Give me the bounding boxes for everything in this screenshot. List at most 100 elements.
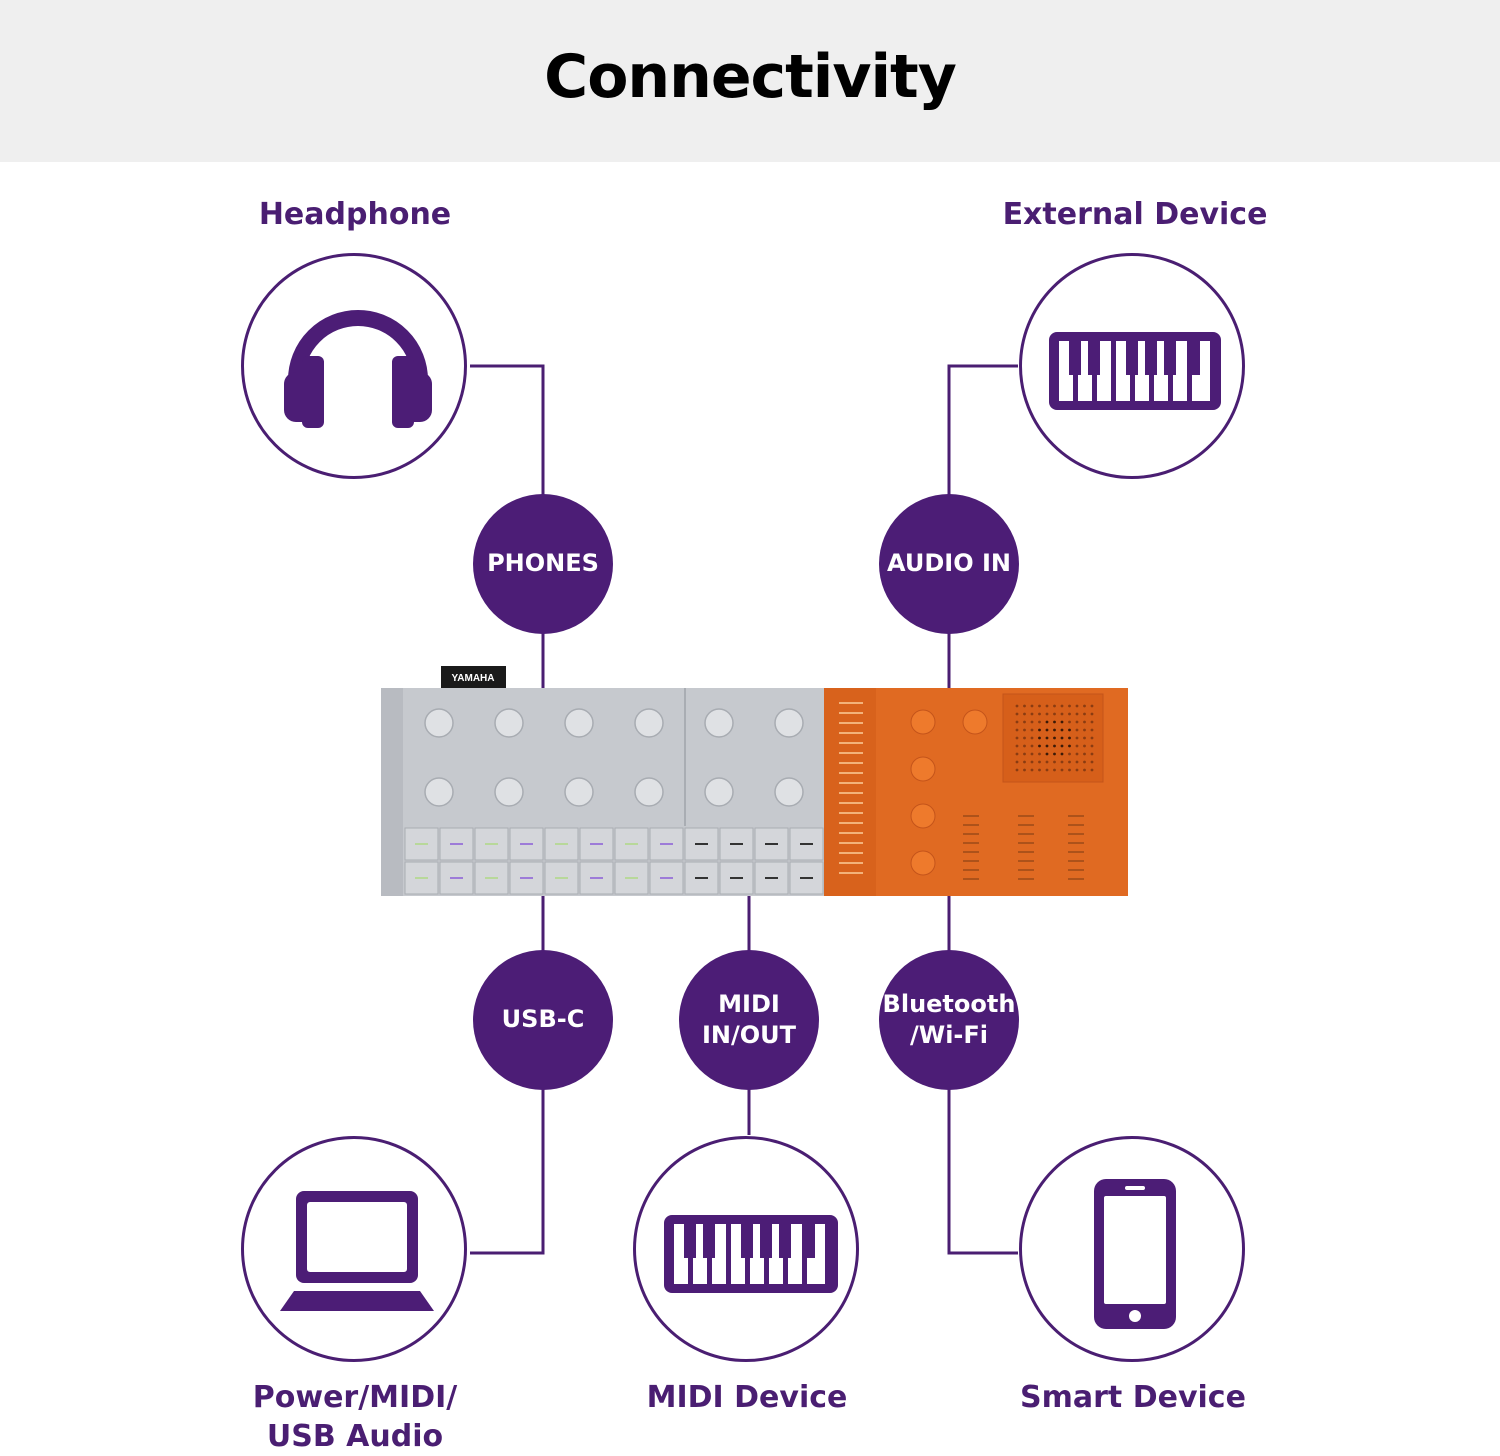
speaker-hole <box>1045 736 1049 740</box>
speaker-hole <box>1015 728 1019 732</box>
knob <box>424 708 454 738</box>
pad-light <box>765 877 778 879</box>
speaker-hole <box>1023 752 1026 756</box>
speaker-hole <box>1015 736 1019 740</box>
menu-line <box>839 732 863 734</box>
pad-light <box>660 843 673 845</box>
speaker-hole <box>1075 712 1079 716</box>
speaker-hole <box>1083 744 1086 748</box>
speaker-hole <box>1090 752 1094 756</box>
speaker-hole <box>1023 728 1026 732</box>
speaker-hole <box>1068 768 1071 772</box>
menu-line <box>839 742 863 744</box>
speaker-hole <box>1083 704 1086 708</box>
knob <box>564 708 594 738</box>
menu-line <box>839 852 863 854</box>
speaker-hole <box>1053 728 1056 732</box>
speaker-hole <box>1038 720 1041 724</box>
pad-light <box>590 877 603 879</box>
smart-device-ring <box>1019 1136 1245 1362</box>
speaker-hole <box>1068 720 1071 724</box>
speaker-hole <box>1023 760 1026 764</box>
laptop-icon <box>280 1191 434 1311</box>
label-smart-device: Smart Device <box>1020 1380 1246 1415</box>
brand-text: YAMAHA <box>452 673 495 684</box>
speaker-hole <box>1045 744 1049 748</box>
speaker-hole <box>1075 728 1079 732</box>
speaker-hole <box>1015 768 1019 772</box>
pad <box>719 827 754 861</box>
speaker-hole <box>1075 760 1079 764</box>
pad-light <box>415 877 428 879</box>
pad-light <box>695 877 708 879</box>
pad-light <box>800 877 813 879</box>
speaker-hole <box>1053 736 1056 740</box>
midi-device-ring <box>633 1136 859 1362</box>
speaker-hole <box>1060 760 1064 764</box>
speaker-hole <box>1060 744 1064 748</box>
speaker-hole <box>1045 768 1049 772</box>
speaker-hole <box>1075 744 1079 748</box>
speaker-hole <box>1023 768 1026 772</box>
menu-line <box>839 782 863 784</box>
speaker-hole <box>1015 720 1019 724</box>
groovebox-device: YAMAHA <box>381 666 1129 903</box>
speaker-hole <box>1030 760 1034 764</box>
speaker-hole <box>1030 720 1034 724</box>
port-bluetooth-wifi: Bluetooth /Wi-Fi <box>879 950 1019 1090</box>
speaker-hole <box>1060 712 1064 716</box>
speaker-hole <box>1053 744 1056 748</box>
speaker-hole <box>1053 712 1056 716</box>
menu-line <box>839 702 863 704</box>
label-midi-device: MIDI Device <box>646 1380 848 1415</box>
pad-light <box>765 843 778 845</box>
knob <box>704 708 734 738</box>
speaker-hole <box>1090 704 1094 708</box>
label-power-midi-usb: Power/MIDI/ USB Audio <box>252 1380 458 1454</box>
brand-tag <box>441 666 506 688</box>
menu-line <box>839 752 863 754</box>
speaker-hole <box>1090 768 1094 772</box>
speaker-hole <box>1030 752 1034 756</box>
speaker-hole <box>1090 720 1094 724</box>
orange-knob <box>910 803 936 829</box>
speaker-hole <box>1023 736 1026 740</box>
midi-keyboard-icon <box>664 1215 838 1293</box>
speaker-hole <box>1060 736 1064 740</box>
menu-line <box>839 862 863 864</box>
port-midi-in-out: MIDI IN/OUT <box>679 950 819 1090</box>
speaker-hole <box>1053 760 1056 764</box>
speaker-hole <box>1030 736 1034 740</box>
speaker-hole <box>1038 728 1041 732</box>
speaker-hole <box>1015 752 1019 756</box>
speaker-hole <box>1075 768 1079 772</box>
pad-light <box>450 877 463 879</box>
orange-knob <box>910 850 936 876</box>
speaker-hole <box>1083 760 1086 764</box>
speaker-hole <box>1015 760 1019 764</box>
knob <box>494 777 524 807</box>
orange-knob <box>910 756 936 782</box>
pad-light <box>520 877 533 879</box>
speaker-hole <box>1030 704 1034 708</box>
pad-light <box>660 877 673 879</box>
knob <box>564 777 594 807</box>
pad-light <box>695 843 708 845</box>
speaker-hole <box>1060 752 1064 756</box>
pad-light <box>555 843 568 845</box>
menu-line <box>839 712 863 714</box>
device-illustration: YAMAHA <box>381 666 1128 896</box>
pad-light <box>520 843 533 845</box>
headphone-icon <box>284 310 432 428</box>
speaker-hole <box>1075 736 1079 740</box>
page-title: Connectivity <box>544 42 957 112</box>
menu-line <box>839 842 863 844</box>
knob <box>634 708 664 738</box>
smartphone-icon <box>1094 1179 1176 1329</box>
speaker-hole <box>1045 728 1049 732</box>
speaker-hole <box>1030 712 1034 716</box>
menu-line <box>839 762 863 764</box>
pad-light <box>730 877 743 879</box>
menu-line <box>839 832 863 834</box>
speaker-hole <box>1068 712 1071 716</box>
